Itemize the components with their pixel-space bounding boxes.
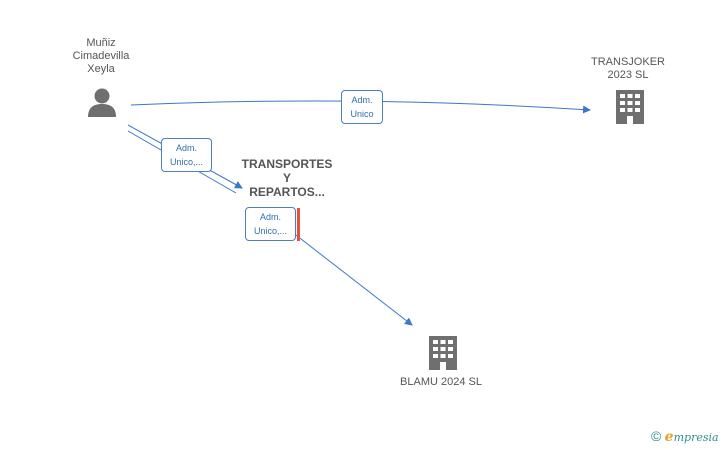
edge-label-line: Unico — [350, 109, 374, 119]
building-icon — [429, 336, 457, 370]
brand-logo: © empresia — [651, 428, 719, 445]
edge-label-line: Adm. — [351, 95, 373, 105]
edge-label-transportes-blamu[interactable]: Adm. Unico,... — [245, 207, 296, 241]
transportes-name-line: TRANSPORTES — [241, 157, 333, 171]
person-name-line: Cimadevilla — [72, 50, 130, 62]
person-name[interactable]: Muñiz Cimadevilla Xeyla — [55, 37, 147, 76]
transjoker-name-line: 2023 SL — [607, 69, 649, 81]
edge-label-person-transjoker[interactable]: Adm. Unico — [341, 90, 383, 124]
transjoker-name[interactable]: TRANSJOKER 2023 SL — [578, 56, 678, 82]
transportes-name[interactable]: TRANSPORTES Y REPARTOS... — [227, 157, 347, 199]
transportes-name-line: Y — [282, 171, 291, 185]
edge-label-line: Unico,... — [253, 226, 287, 236]
edge-label-person-transportes[interactable]: Adm. Unico,... — [161, 138, 212, 172]
person-icon — [88, 88, 116, 117]
brand-e: e — [664, 429, 674, 445]
transportes-name-line: REPARTOS... — [249, 185, 325, 199]
person-name-line: Xeyla — [87, 63, 115, 75]
highlight-marker — [297, 208, 300, 241]
building-icon — [616, 90, 644, 124]
blamu-name[interactable]: BLAMU 2024 SL — [386, 376, 496, 389]
person-name-line: Muñiz — [86, 37, 116, 49]
edge-label-line: Unico,... — [169, 157, 203, 167]
edge-label-line: Adm. — [175, 143, 197, 153]
brand-name: mpresia — [673, 431, 719, 444]
edge-transportes-blamu — [291, 231, 413, 326]
transjoker-name-line: TRANSJOKER — [591, 56, 665, 68]
copyright-symbol: © — [651, 428, 662, 444]
edge-label-line: Adm. — [259, 212, 281, 222]
blamu-name-line: BLAMU 2024 SL — [400, 376, 482, 388]
